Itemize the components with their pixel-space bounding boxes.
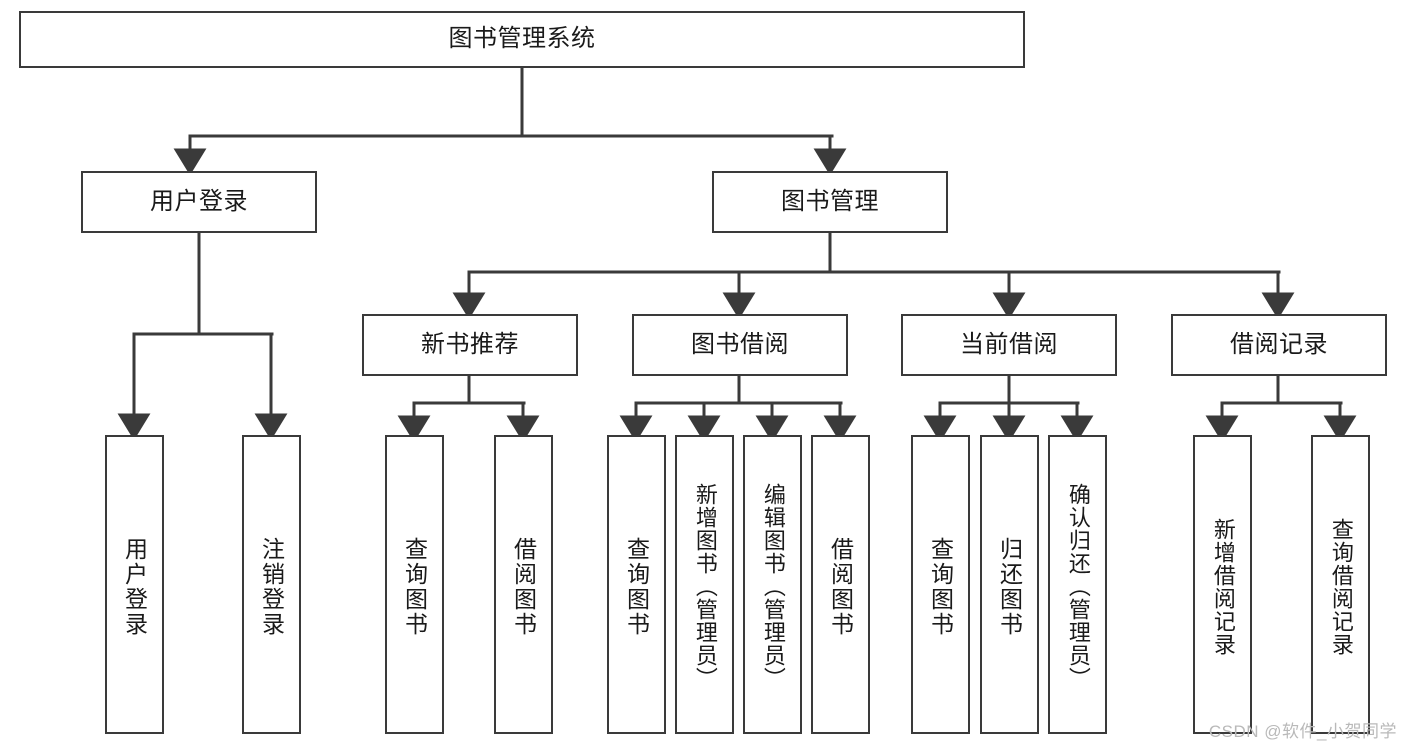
node-leaf-confirm-return-label: 确认归还（管理员） [1065, 483, 1091, 690]
node-leaf-query-book-1[interactable]: 查询图书 [385, 435, 444, 734]
node-leaf-add-record[interactable]: 新增借阅记录 [1193, 435, 1252, 734]
node-borrow-record-label: 借阅记录 [1230, 330, 1328, 358]
node-leaf-logout-login[interactable]: 注销登录 [242, 435, 301, 734]
csdn-watermark: CSDN @软件_小贺同学 [1208, 722, 1397, 741]
node-leaf-add-book-label: 新增图书（管理员） [692, 483, 718, 690]
node-leaf-borrow-book-2-label: 借阅图书 [827, 536, 854, 637]
node-user-login[interactable]: 用户登录 [81, 171, 317, 233]
node-root[interactable]: 图书管理系统 [19, 11, 1025, 68]
node-leaf-confirm-return[interactable]: 确认归还（管理员） [1048, 435, 1107, 734]
node-leaf-borrow-book-1[interactable]: 借阅图书 [494, 435, 553, 734]
node-root-label: 图书管理系统 [448, 25, 596, 53]
node-leaf-query-book-1-label: 查询图书 [401, 536, 428, 637]
node-new-book-recommend[interactable]: 新书推荐 [362, 314, 578, 376]
node-user-login-label: 用户登录 [150, 187, 248, 215]
node-book-management[interactable]: 图书管理 [712, 171, 948, 233]
node-leaf-user-login-label: 用户登录 [121, 536, 148, 637]
node-current-borrow[interactable]: 当前借阅 [901, 314, 1117, 376]
node-leaf-user-login[interactable]: 用户登录 [105, 435, 164, 734]
node-leaf-borrow-book-1-label: 借阅图书 [510, 536, 537, 637]
node-leaf-add-book[interactable]: 新增图书（管理员） [675, 435, 734, 734]
node-leaf-return-book[interactable]: 归还图书 [980, 435, 1039, 734]
node-book-borrow-label: 图书借阅 [691, 330, 789, 358]
node-leaf-edit-book[interactable]: 编辑图书（管理员） [743, 435, 802, 734]
node-leaf-query-book-2[interactable]: 查询图书 [607, 435, 666, 734]
node-leaf-return-book-label: 归还图书 [996, 536, 1023, 637]
node-current-borrow-label: 当前借阅 [960, 330, 1058, 358]
node-leaf-borrow-book-2[interactable]: 借阅图书 [811, 435, 870, 734]
node-book-management-label: 图书管理 [781, 187, 879, 215]
node-new-book-recommend-label: 新书推荐 [421, 330, 519, 358]
node-leaf-query-book-3[interactable]: 查询图书 [911, 435, 970, 734]
node-leaf-query-book-2-label: 查询图书 [623, 536, 650, 637]
node-leaf-logout-login-label: 注销登录 [258, 536, 285, 637]
node-book-borrow[interactable]: 图书借阅 [632, 314, 848, 376]
node-leaf-add-record-label: 新增借阅记录 [1210, 517, 1236, 656]
node-borrow-record[interactable]: 借阅记录 [1171, 314, 1387, 376]
node-leaf-query-record[interactable]: 查询借阅记录 [1311, 435, 1370, 734]
node-leaf-query-book-3-label: 查询图书 [927, 536, 954, 637]
node-leaf-query-record-label: 查询借阅记录 [1328, 517, 1354, 656]
node-leaf-edit-book-label: 编辑图书（管理员） [760, 483, 786, 690]
